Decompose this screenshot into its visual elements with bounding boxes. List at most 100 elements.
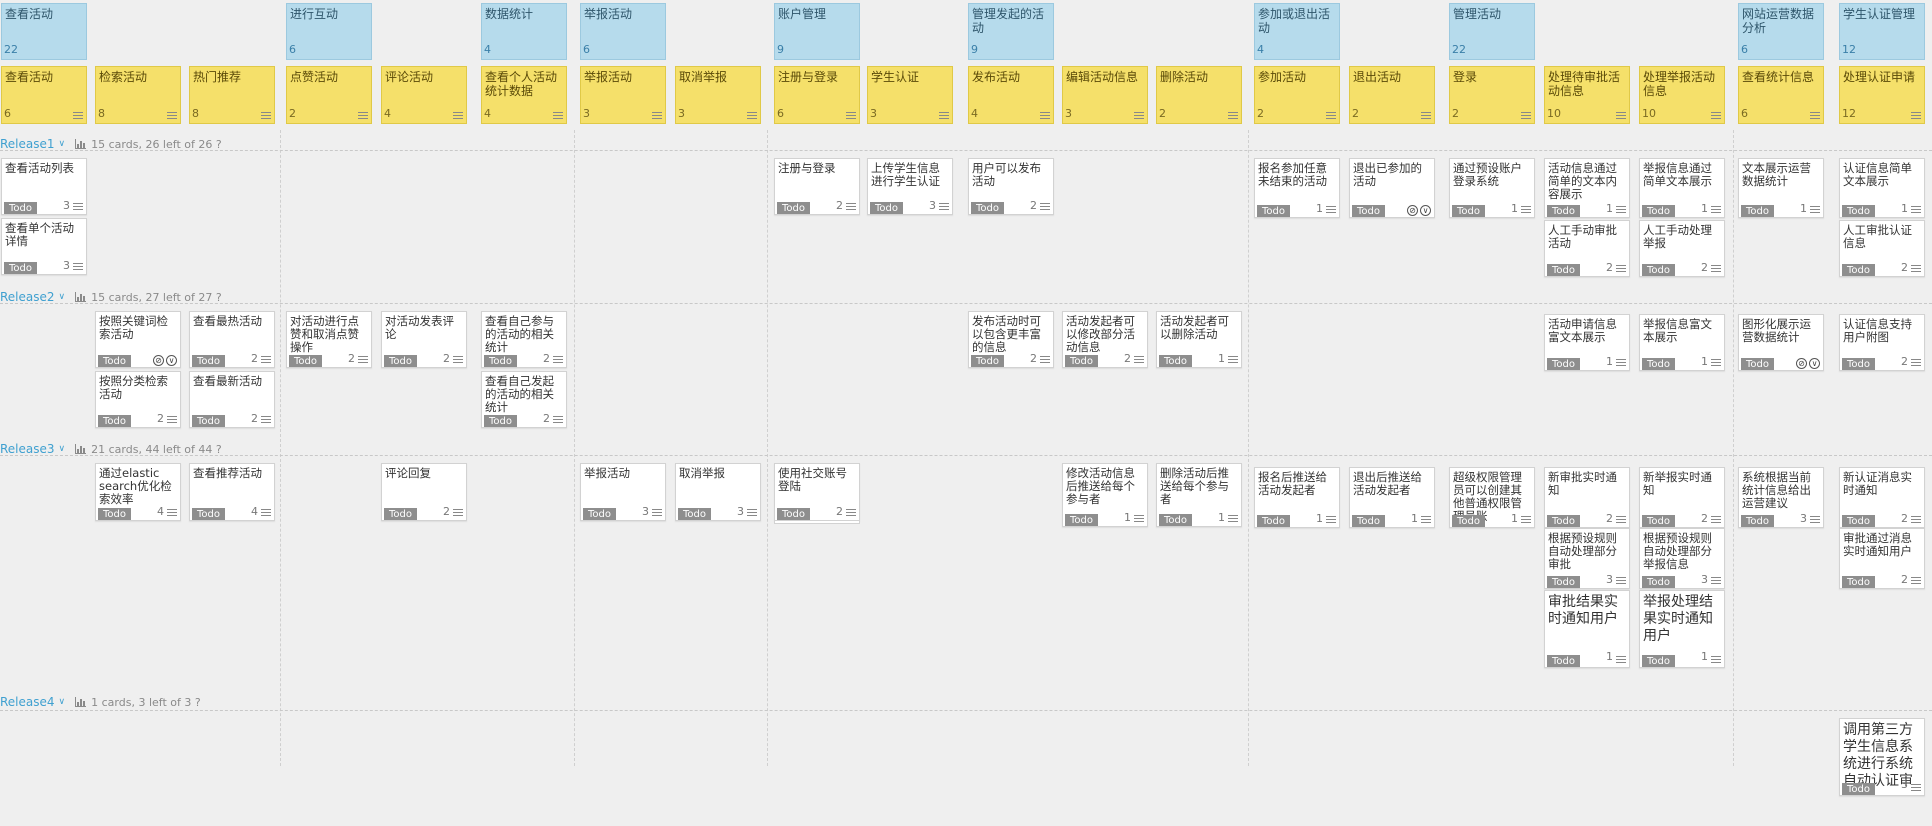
more-icon[interactable]: ∨ — [1809, 358, 1820, 369]
block-icon[interactable]: ⊘ — [153, 355, 164, 366]
status-badge[interactable]: Todo — [192, 415, 225, 427]
status-badge[interactable]: Todo — [1065, 355, 1098, 367]
status-badge[interactable]: Todo — [1642, 264, 1675, 276]
status-badge[interactable]: Todo — [971, 355, 1004, 367]
story-card[interactable]: 调用第三方学生信息系统进行系统自动认证审批Todo3 — [1839, 718, 1925, 796]
status-badge[interactable]: Todo — [1642, 358, 1675, 370]
status-badge[interactable]: Todo — [1642, 655, 1675, 667]
status-badge[interactable]: Todo — [1547, 358, 1580, 370]
chevron-down-icon[interactable]: ∨ — [58, 292, 66, 302]
status-badge[interactable]: Todo — [98, 415, 131, 427]
block-icon[interactable]: ⊘ — [1796, 358, 1807, 369]
status-badge[interactable]: Todo — [870, 202, 903, 214]
status-badge[interactable]: Todo — [1547, 515, 1580, 527]
status-badge[interactable]: Todo — [384, 355, 417, 367]
status-badge[interactable]: Todo — [1257, 515, 1290, 527]
more-icon[interactable]: ∨ — [1420, 205, 1431, 216]
status-badge[interactable]: Todo — [1352, 205, 1385, 217]
status-badge[interactable]: Todo — [1642, 576, 1675, 588]
chevron-down-icon[interactable]: ∨ — [58, 139, 66, 149]
status-badge[interactable]: Todo — [1547, 264, 1580, 276]
release-name-link[interactable]: Release2 — [0, 290, 55, 304]
status-badge[interactable]: Todo — [1741, 205, 1774, 217]
status-badge[interactable]: Todo — [1547, 576, 1580, 588]
status-badge[interactable]: Todo — [1065, 514, 1098, 526]
status-badge[interactable]: Todo — [678, 508, 711, 520]
status-badge[interactable]: Todo — [98, 355, 131, 367]
status-badge[interactable]: Todo — [1642, 205, 1675, 217]
status-badge[interactable]: Todo — [583, 508, 616, 520]
status-badge[interactable]: Todo — [4, 202, 37, 214]
chevron-down-icon[interactable]: ∨ — [58, 697, 66, 707]
status-badge[interactable]: Todo — [1547, 205, 1580, 217]
story-card[interactable]: 超级权限管理员可以创建其他普通权限管理员账Todo1 — [1449, 467, 1535, 528]
status-badge[interactable]: Todo — [777, 202, 810, 214]
status-badge[interactable]: Todo — [1257, 205, 1290, 217]
status-badge[interactable]: Todo — [98, 508, 131, 520]
status-badge[interactable]: Todo — [384, 508, 417, 520]
status-badge[interactable]: Todo — [192, 355, 225, 367]
status-badge[interactable]: Todo — [1452, 205, 1485, 217]
release-name-link[interactable]: Release4 — [0, 695, 55, 709]
status-badge[interactable]: Todo — [1642, 515, 1675, 527]
status-badge[interactable]: Todo — [1741, 515, 1774, 527]
